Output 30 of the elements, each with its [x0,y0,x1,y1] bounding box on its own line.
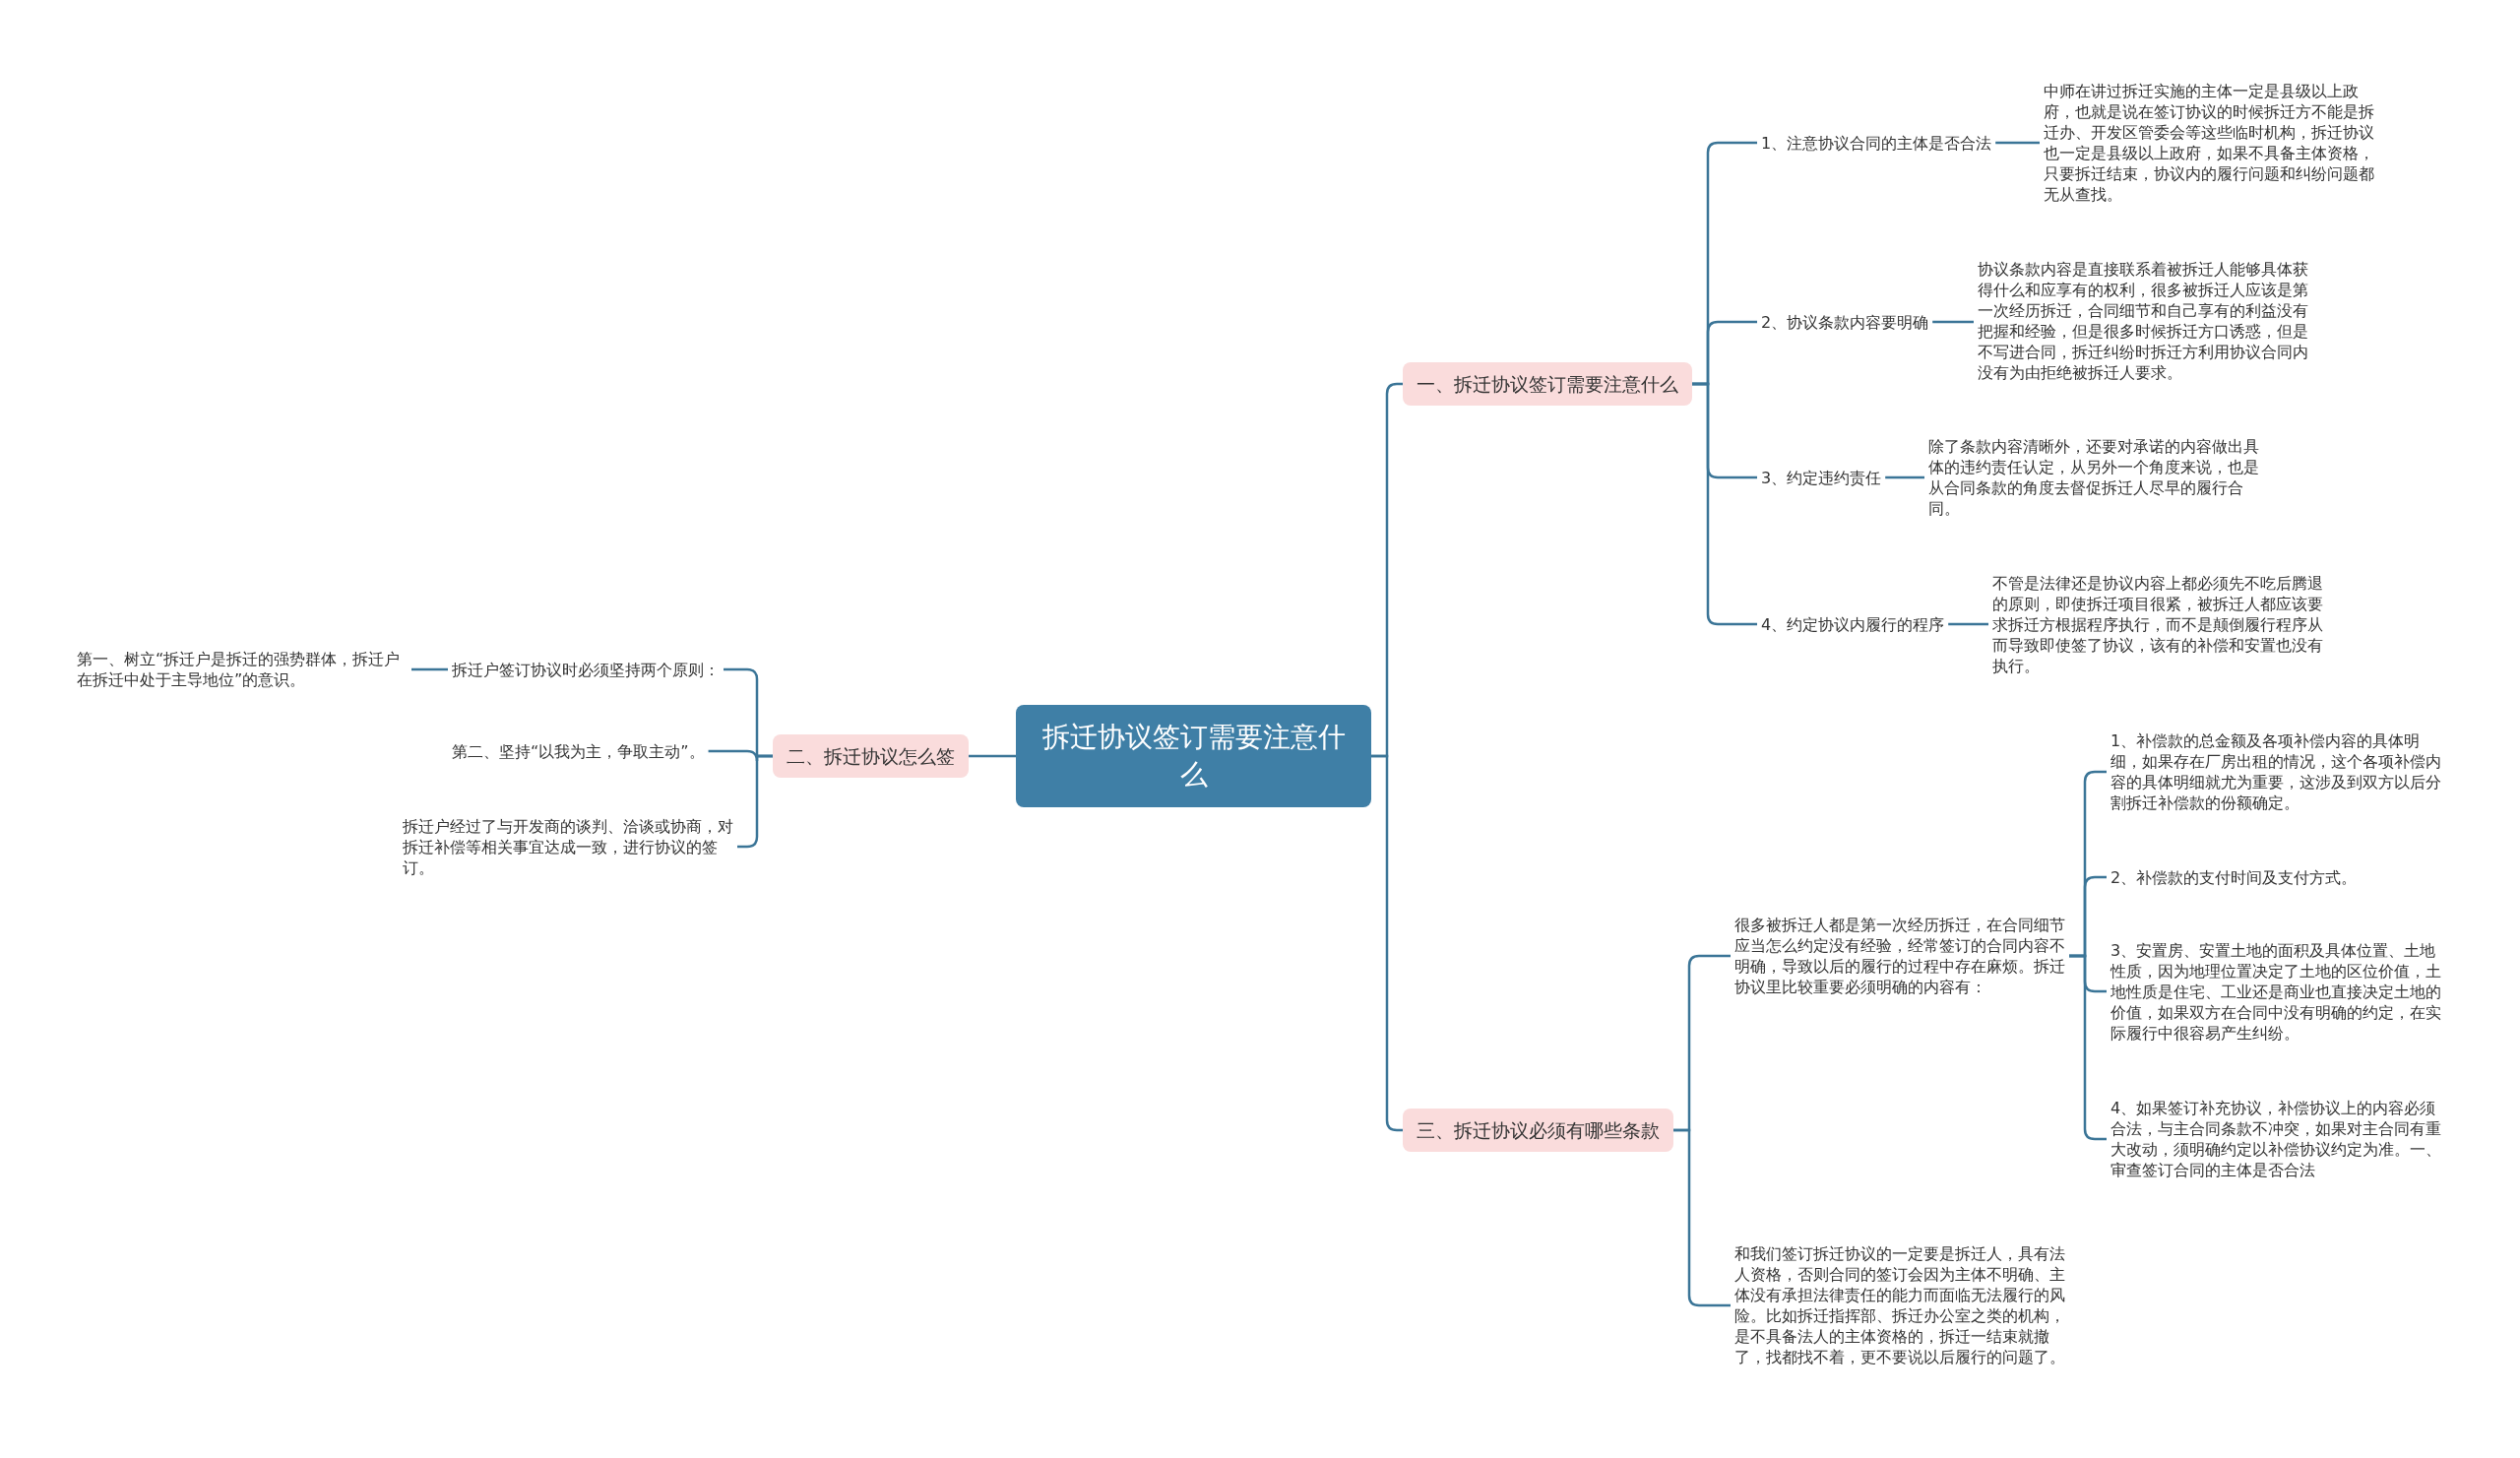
subtopic-text: 4、约定协议内履行的程序 [1757,611,1949,637]
connector-line [1692,382,1757,626]
detail-text: 拆迁户经过了与开发商的谈判、洽谈或协商，对拆迁补偿等相关事宜达成一致，进行协议的签订。 [399,813,737,880]
detail-text: 和我们签订拆迁协议的一定要是拆迁人，具有法人资格，否则合同的签订会因为主体不明确、主体没有承担法律责任的能力而面临无法履行的风险。比如拆迁指挥部、拆迁办公室之类的机构，是不具备法人的主体资格的，拆迁一结束就撤了，找都找不着，更不要说以后履行的问题了。 [1731,1241,2069,1369]
connector-line [1932,320,1974,324]
subtopic-text: 2、协议条款内容要明确 [1757,309,1933,335]
detail-text: 2、补偿款的支付时间及支付方式。 [2107,864,2445,890]
detail-text: 很多被拆迁人都是第一次经历拆迁，在合同细节应当怎么约定没有经验，经常签订的合同内容不明确，导致以后的履行的过程中存在麻烦。拆迁协议里比较重要必须明确的内容有： [1731,913,2069,999]
subtopic-text: 第二、坚持“以我为主，争取主动”。 [448,738,709,764]
detail-text: 第一、树立“拆迁户是拆迁的强势群体，拆迁户在拆迁中处于主导地位”的意识。 [73,647,411,692]
subtopic-text: 3、约定违约责任 [1757,465,1886,490]
topic-box: 三、拆迁协议必须有哪些条款 [1403,1109,1673,1152]
detail-text: 4、如果签订补充协议，补偿协议上的内容必须合法，与主合同条款不冲突，如果对主合同有重大改动，须明确约定以补偿协议约定为准。一、审查签订合同的主体是否合法 [2107,1096,2445,1182]
connector-line [1948,622,1988,626]
connector-line [1995,141,2040,145]
connector-line [1885,475,1924,479]
connector-line [411,667,448,671]
subtopic-text: 拆迁户签订协议时必须坚持两个原则： [448,657,724,682]
detail-text: 3、安置房、安置土地的面积及具体位置、土地性质，因为地理位置决定了土地的区位价值，土地性质是住宅、工业还是商业也直接决定土地的价值，如果双方在合同中没有明确的约定，在实际履行中很容易产生纠纷。 [2107,937,2445,1046]
connector-line [1673,1128,1731,1307]
detail-text: 1、补偿款的总金额及各项补偿内容的具体明细，如果存在厂房出租的情况，这个各项补偿内容的具体明细就尤为重要，这涉及到双方以后分割拆迁补偿款的份额确定。 [2107,729,2445,815]
topic-box: 一、拆迁协议签订需要注意什么 [1403,362,1692,406]
detail-text: 中师在讲过拆迁实施的主体一定是县级以上政府，也就是说在签订协议的时候拆迁方不能是拆迁办、开发区管委会等这些临时机构，拆迁协议也一定是县级以上政府，如果不具备主体资格，只要拆迁结束，协议内的履行问题和纠纷问题都无从查找。 [2040,79,2378,207]
detail-text: 除了条款内容清晰外，还要对承诺的内容做出具体的违约责任认定，从另外一个角度来说，也是从合同条款的角度去督促拆迁人尽早的履行合同。 [1924,434,2263,521]
topic-box: 二、拆迁协议怎么签 [773,734,969,778]
detail-text: 协议条款内容是直接联系着被拆迁人能够具体获得什么和应享有的权利，很多被拆迁人应该是第一次经历拆迁，合同细节和自己享有的利益没有把握和经验，但是很多时候拆迁方口诱惑，但是不写进合同，拆迁纠纷时拆迁方利用协议合同内没有为由拒绝被拆迁人要求。 [1974,257,2312,385]
connector-line [969,754,1016,758]
central-topic-box: 拆迁协议签订需要注意什么 [1016,705,1371,807]
subtopic-text: 1、注意协议合同的主体是否合法 [1757,130,1996,156]
detail-text: 不管是法律还是协议内容上都必须先不吃后腾退的原则，即使拆迁项目很紧，被拆迁人都应该要求拆迁方根据程序执行，而不是颠倒履行程序从而导致即使签了协议，该有的补偿和安置也没有执行。 [1988,570,2327,678]
